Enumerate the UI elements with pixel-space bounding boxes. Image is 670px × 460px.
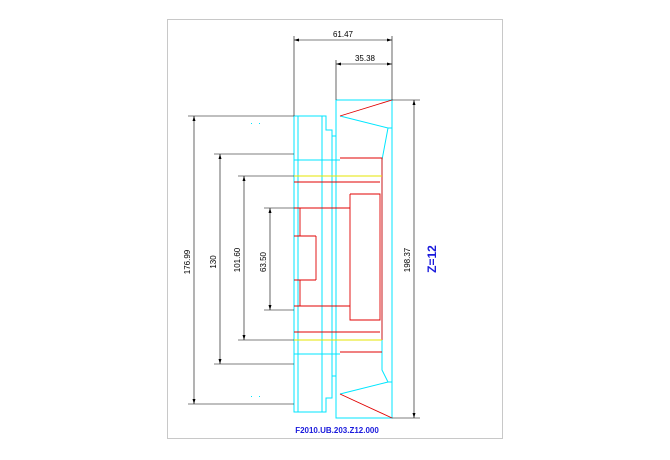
part-outline <box>293 99 393 419</box>
sheet-frame <box>167 19 503 439</box>
dim-dia-101: 101.60 <box>233 247 242 272</box>
pitch-lines <box>294 175 382 341</box>
section-lines <box>294 99 393 419</box>
dimension-arrows <box>192 38 416 418</box>
dim-dia-63: 63.50 <box>259 251 268 272</box>
dim-dia-130: 130 <box>209 255 218 269</box>
dimension-lines <box>188 36 420 419</box>
teeth-count-label: Z=12 <box>425 245 439 273</box>
dim-width-inner: 35.38 <box>355 54 376 63</box>
hidden-marks <box>251 123 260 397</box>
dim-width-total: 61.47 <box>333 30 354 39</box>
dim-dia-outer-right: 198.37 <box>403 247 412 272</box>
dim-dia-outer-left: 176.99 <box>183 249 192 274</box>
part-code-label: F2010.UB.203.Z12.000 <box>295 426 379 435</box>
